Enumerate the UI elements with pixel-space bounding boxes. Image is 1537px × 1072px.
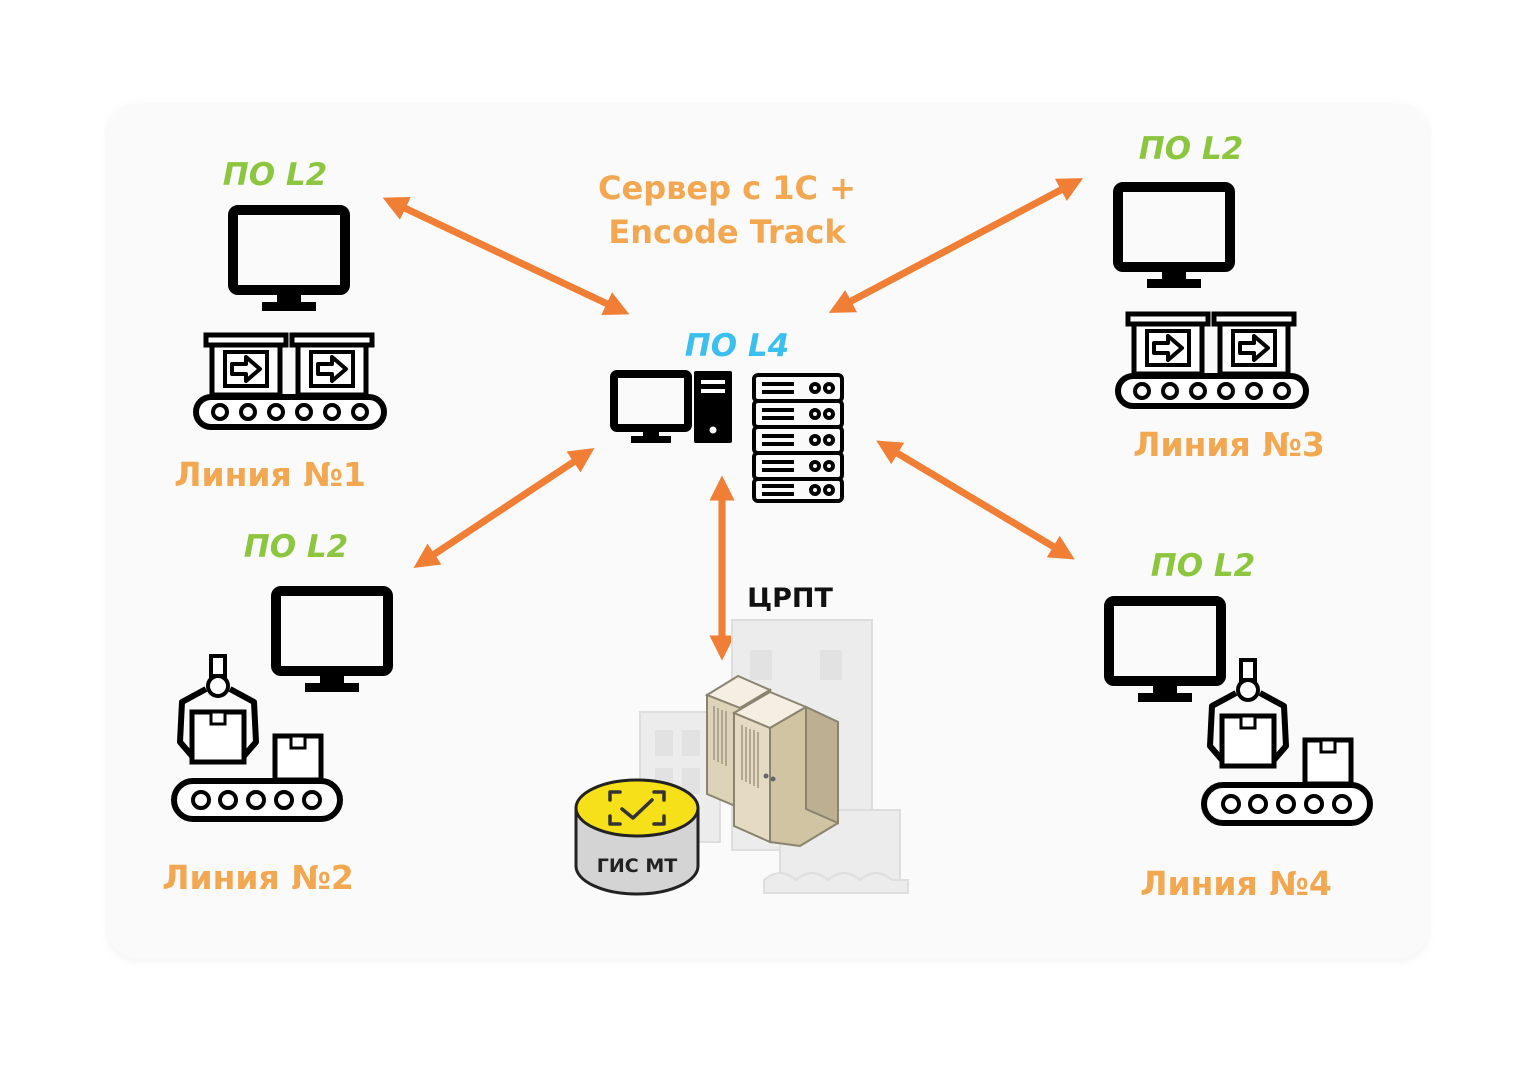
crpt-label: ЦРПТ [747,583,833,614]
robot-arm-icon [174,656,340,819]
monitor-icon [233,210,345,311]
arrow-line1 [382,197,630,315]
robot-arm-icon [1204,660,1370,823]
line3-label: Линия №3 [1133,425,1325,464]
po-l2-label-line1: ПО L2 [223,157,327,193]
server-rack-icon [752,373,844,503]
connection-arrows [382,178,1084,661]
arrow-line2 [413,448,595,568]
database-icon: ГИС МТ [574,778,700,896]
gis-label: ГИС МТ [597,855,677,877]
po-l4-label: ПО L4 [685,328,789,364]
arrow-line3 [828,178,1084,313]
po-l2-label-line2: ПО L2 [244,529,348,565]
po-l2-label-line4: ПО L2 [1151,548,1255,584]
server-title-line2: Encode Track [608,213,846,251]
conveyor-icon [196,335,384,427]
arrow-line4 [876,440,1075,560]
po-l2-label-line3: ПО L2 [1139,131,1243,167]
conveyor-icon [1118,314,1306,406]
line4-label: Линия №4 [1140,864,1332,903]
monitor-icon [276,591,388,692]
monitor-icon [1109,601,1221,702]
server-title-line1: Сервер с 1С + [598,169,856,207]
desktop-pc-icon [610,370,732,443]
line2-label: Линия №2 [162,858,354,897]
line1-label: Линия №1 [174,455,366,494]
monitor-icon [1118,187,1230,288]
